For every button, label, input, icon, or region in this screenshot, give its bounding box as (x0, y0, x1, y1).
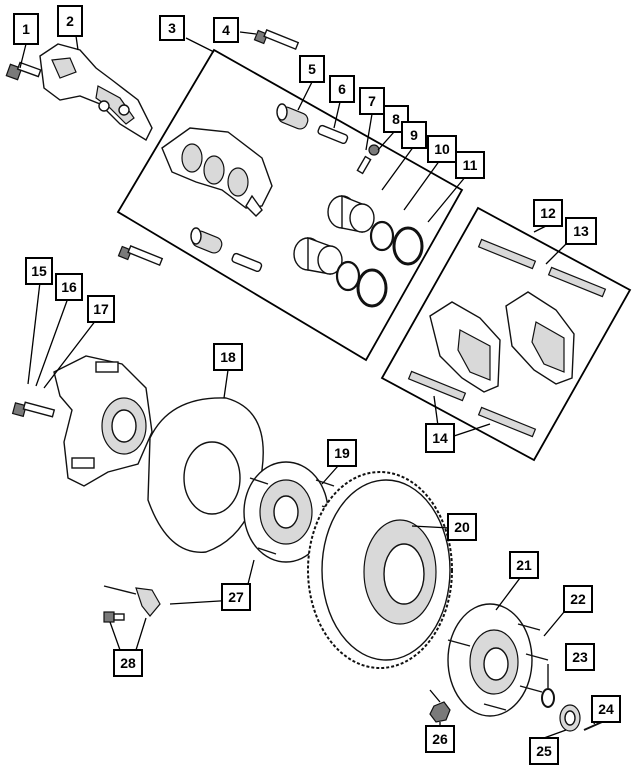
piston-seal (369, 220, 395, 252)
callout-11: 11 (455, 151, 485, 179)
svg-text:11: 11 (463, 157, 478, 173)
pad-shim-upper-left (477, 238, 537, 270)
bleeder-screw (356, 155, 372, 175)
svg-text:16: 16 (61, 279, 77, 295)
svg-text:6: 6 (338, 81, 346, 97)
guide-pin (317, 124, 349, 145)
svg-text:20: 20 (454, 519, 470, 535)
splash-shield (147, 397, 264, 553)
brake-pad-kit-frame (380, 206, 632, 462)
svg-text:1: 1 (22, 21, 30, 37)
piston-boot (392, 226, 424, 266)
callout-10: 10 (427, 135, 457, 163)
caliper-mount-bolt (5, 61, 42, 81)
callout-5: 5 (299, 55, 325, 83)
callout-17: 17 (87, 295, 115, 323)
callout-1: 1 (13, 13, 39, 45)
caliper-piston (327, 194, 375, 233)
cotter-pin (583, 721, 603, 731)
callout-4: 4 (213, 17, 239, 43)
callout-25: 25 (529, 737, 559, 765)
brake-pad-inner (429, 301, 501, 393)
brake-pad-outer (505, 291, 575, 385)
callout-3: 3 (159, 15, 185, 41)
svg-text:8: 8 (392, 111, 400, 127)
callout-26: 26 (425, 725, 455, 753)
knuckle-bolt (11, 401, 56, 418)
svg-text:17: 17 (93, 301, 109, 317)
svg-text:22: 22 (570, 591, 586, 607)
callout-2: 2 (57, 5, 83, 37)
svg-text:21: 21 (516, 557, 532, 573)
callout-12: 12 (533, 199, 563, 227)
svg-text:10: 10 (434, 141, 450, 157)
svg-text:27: 27 (228, 589, 244, 605)
caliper-housing (161, 127, 273, 217)
caliper-anchor-bracket (39, 43, 153, 141)
callout-9: 9 (401, 121, 427, 149)
svg-text:9: 9 (410, 127, 418, 143)
callout-28: 28 (113, 649, 143, 677)
callout-19: 19 (327, 439, 357, 467)
callout-23: 23 (565, 643, 595, 671)
svg-text:3: 3 (168, 20, 176, 36)
abs-wheel-speed-sensor (103, 585, 161, 617)
guide-pin-bushing (276, 103, 309, 130)
callout-13: 13 (565, 217, 597, 245)
caliper-kit-frame (116, 48, 464, 362)
callout-16: 16 (55, 273, 83, 301)
svg-text:24: 24 (598, 701, 614, 717)
guide-pin-bushing-lower (190, 227, 223, 254)
spindle-nut (559, 704, 581, 732)
callout-14: 14 (425, 423, 455, 453)
svg-text:18: 18 (220, 349, 236, 365)
pad-shim-lower-right (477, 406, 537, 438)
callout-20: 20 (447, 513, 477, 541)
svg-text:13: 13 (573, 223, 589, 239)
caliper-guide-bolt (253, 29, 300, 51)
brake-rotor (307, 471, 453, 669)
svg-text:28: 28 (120, 655, 136, 671)
guide-pin-lower (231, 252, 263, 273)
callout-6: 6 (329, 75, 355, 103)
callout-18: 18 (213, 343, 243, 371)
caliper-piston-lower (293, 237, 343, 275)
callout-27: 27 (221, 583, 251, 611)
svg-text:4: 4 (222, 22, 230, 38)
steering-knuckle (53, 355, 153, 487)
svg-text:14: 14 (432, 430, 448, 446)
callout-7: 7 (359, 87, 385, 115)
svg-text:23: 23 (572, 649, 588, 665)
svg-text:15: 15 (31, 263, 47, 279)
svg-text:5: 5 (308, 61, 316, 77)
piston-seal-lower (335, 260, 361, 292)
svg-text:12: 12 (540, 205, 556, 221)
abs-sensor-bolt (103, 611, 125, 623)
svg-text:2: 2 (66, 13, 74, 29)
pad-shim-lower-left (407, 370, 467, 402)
piston-boot-lower (356, 268, 388, 308)
leader-lines (19, 31, 599, 739)
svg-text:7: 7 (368, 93, 376, 109)
callout-24: 24 (591, 695, 621, 723)
caliper-guide-bolt-lower (117, 245, 164, 267)
callout-15: 15 (25, 257, 53, 285)
hub-bearing-assembly (243, 461, 341, 563)
bleeder-cap (368, 144, 380, 156)
svg-text:26: 26 (432, 731, 448, 747)
svg-text:19: 19 (334, 445, 350, 461)
lug-nut (429, 701, 451, 723)
pad-shim-upper-right (547, 266, 607, 298)
spindle-washer (541, 688, 555, 708)
wheel-hub (447, 603, 549, 717)
svg-text:25: 25 (536, 743, 552, 759)
callout-22: 22 (563, 585, 593, 613)
callout-21: 21 (509, 551, 539, 579)
